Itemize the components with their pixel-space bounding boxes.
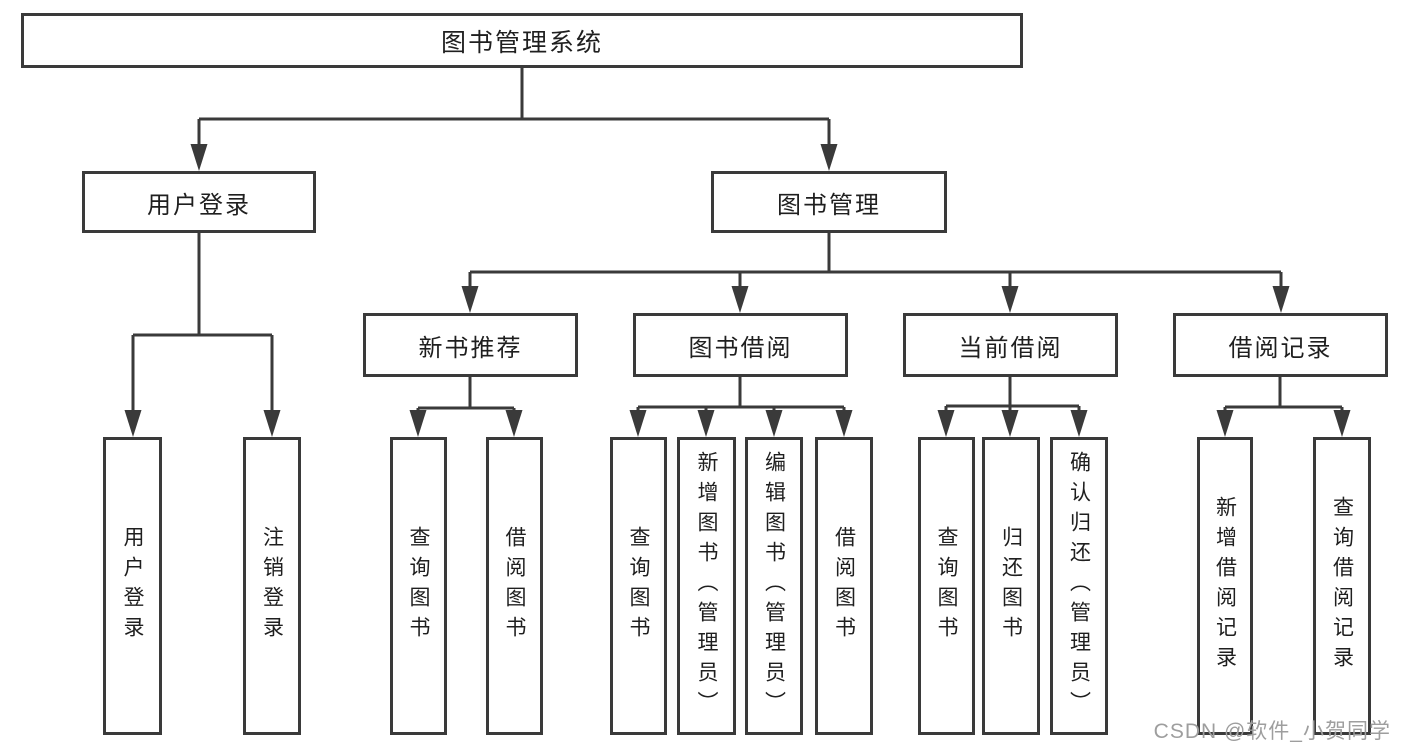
node-label: 查询图书 [407, 526, 430, 646]
leaf-query-borrow-record: 查询借阅记录 [1313, 437, 1371, 735]
node-label: 用户登录 [147, 191, 251, 219]
connector-book-management-to-level3 [461, 233, 1290, 313]
node-book-borrow: 图书借阅 [633, 313, 848, 377]
node-label: 借阅记录 [1228, 334, 1333, 362]
node-label: 归还图书 [999, 526, 1023, 646]
leaf-query-books-2: 查询图书 [610, 437, 667, 735]
leaf-add-borrow-record: 新增借阅记录 [1197, 437, 1253, 735]
node-root-library-system: 图书管理系统 [21, 13, 1023, 68]
node-label: 查询借阅记录 [1330, 496, 1354, 676]
node-label: 新书推荐 [418, 334, 523, 362]
csdn-watermark: CSDN @软件_小贺同学 [1153, 720, 1391, 743]
node-label: 新增借阅记录 [1213, 496, 1237, 676]
node-current-borrow: 当前借阅 [903, 313, 1118, 377]
node-label: 当前借阅 [958, 334, 1063, 362]
leaf-return-books: 归还图书 [982, 437, 1040, 735]
node-label: 确认归还（管理员） [1067, 451, 1091, 721]
node-label: 图书管理 [777, 191, 881, 219]
node-borrow-records: 借阅记录 [1173, 313, 1388, 377]
leaf-borrow-books-1: 借阅图书 [486, 437, 543, 735]
node-book-management: 图书管理 [711, 171, 947, 233]
node-label: 图书借阅 [688, 334, 793, 362]
leaf-logout: 注销登录 [243, 437, 301, 735]
leaf-user-login: 用户登录 [103, 437, 162, 735]
node-label: 图书管理系统 [440, 28, 603, 57]
node-label: 借阅图书 [503, 526, 526, 646]
node-label: 借阅图书 [832, 526, 856, 646]
leaf-query-books-3: 查询图书 [918, 437, 975, 735]
node-label: 注销登录 [260, 526, 284, 646]
node-label: 查询图书 [627, 526, 650, 646]
node-label: 查询图书 [935, 526, 958, 646]
node-label: 用户登录 [121, 526, 144, 646]
node-new-book-recommend: 新书推荐 [363, 313, 578, 377]
connector-borrow-records-children [1216, 377, 1351, 437]
connector-current-borrow-children [937, 377, 1088, 437]
leaf-add-books-admin: 新增图书（管理员） [677, 437, 736, 735]
leaf-query-books-1: 查询图书 [390, 437, 447, 735]
leaf-confirm-return-admin: 确认归还（管理员） [1050, 437, 1108, 735]
node-label: 新增图书（管理员） [695, 451, 718, 721]
connector-book-borrow-children [629, 377, 853, 437]
node-label: 编辑图书（管理员） [762, 451, 786, 721]
leaf-borrow-books-2: 借阅图书 [815, 437, 873, 735]
connector-root-to-level2 [190, 68, 838, 171]
connector-new-book-children [409, 377, 523, 437]
leaf-edit-books-admin: 编辑图书（管理员） [745, 437, 803, 735]
connector-user-login-children [124, 233, 281, 437]
node-user-login: 用户登录 [82, 171, 316, 233]
